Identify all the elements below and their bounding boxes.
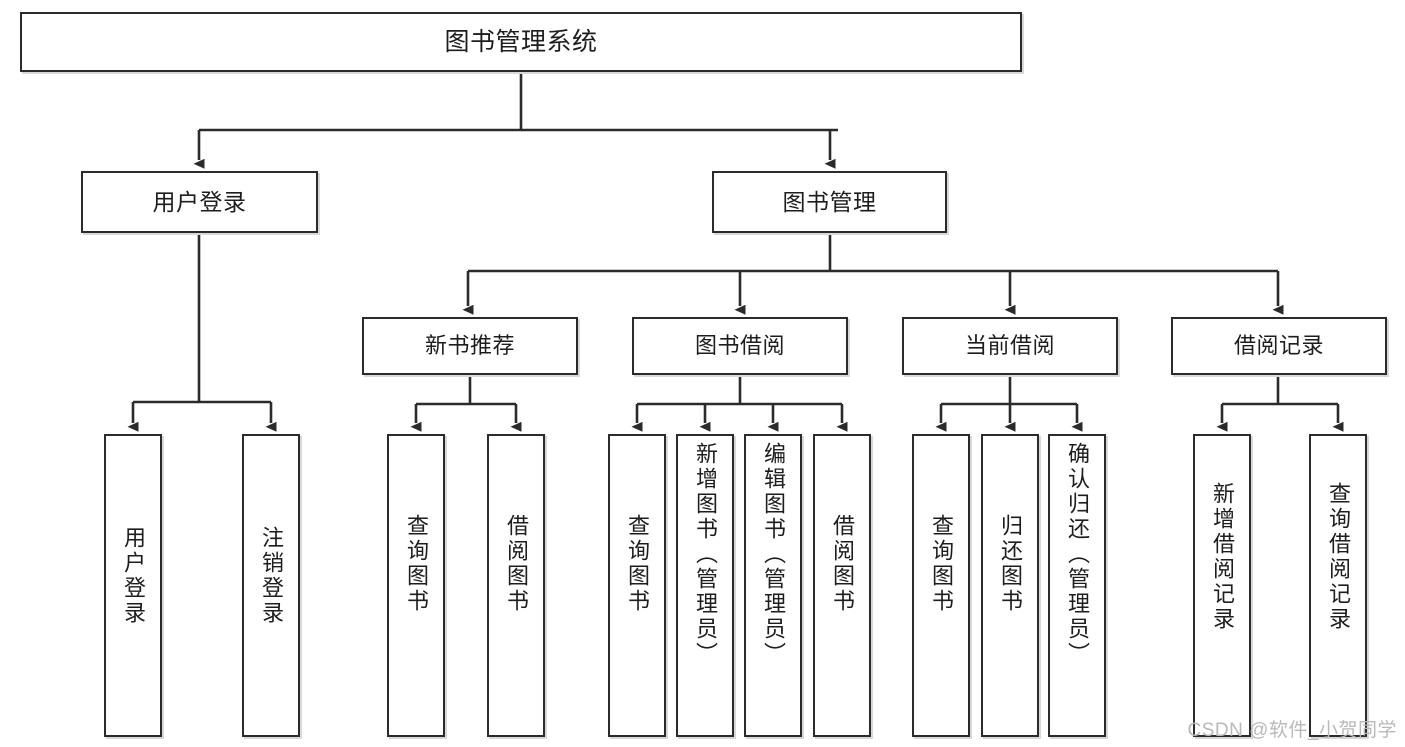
node-leaf-add-borrow-record-label: 新增借阅记录 <box>1210 482 1235 632</box>
node-leaf-confirm-return[interactable]: 确认归还（管理员） <box>1048 434 1106 737</box>
node-book-borrow[interactable]: 图书借阅 <box>632 317 848 375</box>
node-leaf-query-borrow-record-label: 查询借阅记录 <box>1326 482 1351 632</box>
node-leaf-query-book-1-label: 查询图书 <box>404 514 429 614</box>
node-leaf-logout-login-label: 注销登录 <box>259 526 284 626</box>
node-current-borrow[interactable]: 当前借阅 <box>902 317 1118 375</box>
node-leaf-query-book-3[interactable]: 查询图书 <box>912 434 970 737</box>
node-leaf-add-book-label: 新增图书（管理员） <box>693 442 718 667</box>
node-user-login[interactable]: 用户登录 <box>81 171 318 233</box>
node-leaf-borrow-book-2[interactable]: 借阅图书 <box>813 434 871 737</box>
node-book-management-label: 图书管理 <box>782 188 877 215</box>
node-leaf-add-book[interactable]: 新增图书（管理员） <box>676 434 734 737</box>
node-current-borrow-label: 当前借阅 <box>964 333 1055 359</box>
node-leaf-edit-book-label: 编辑图书（管理员） <box>761 442 786 667</box>
node-user-login-label: 用户登录 <box>152 188 247 215</box>
node-leaf-logout-login[interactable]: 注销登录 <box>242 434 300 737</box>
node-leaf-user-login[interactable]: 用户登录 <box>104 434 162 737</box>
node-leaf-query-book-3-label: 查询图书 <box>929 514 954 614</box>
node-leaf-query-book-2[interactable]: 查询图书 <box>608 434 666 737</box>
node-book-borrow-label: 图书借阅 <box>694 333 785 359</box>
node-borrow-record-label: 借阅记录 <box>1233 333 1324 359</box>
node-leaf-return-book[interactable]: 归还图书 <box>981 434 1039 737</box>
node-leaf-add-borrow-record[interactable]: 新增借阅记录 <box>1193 434 1251 737</box>
node-leaf-borrow-book-1-label: 借阅图书 <box>504 514 529 614</box>
node-leaf-query-borrow-record[interactable]: 查询借阅记录 <box>1309 434 1367 737</box>
node-leaf-borrow-book-2-label: 借阅图书 <box>830 514 855 614</box>
node-leaf-return-book-label: 归还图书 <box>998 514 1023 614</box>
node-borrow-record[interactable]: 借阅记录 <box>1171 317 1387 375</box>
csdn-watermark: CSDN @软件_小贺同学 <box>1187 720 1397 741</box>
node-leaf-edit-book[interactable]: 编辑图书（管理员） <box>744 434 802 737</box>
node-leaf-query-book-2-label: 查询图书 <box>625 514 650 614</box>
node-leaf-confirm-return-label: 确认归还（管理员） <box>1065 442 1090 667</box>
node-leaf-user-login-label: 用户登录 <box>121 526 146 626</box>
node-leaf-query-book-1[interactable]: 查询图书 <box>387 434 445 737</box>
node-new-book-recommend[interactable]: 新书推荐 <box>362 317 578 375</box>
node-leaf-borrow-book-1[interactable]: 借阅图书 <box>487 434 545 737</box>
node-root[interactable]: 图书管理系统 <box>20 12 1022 72</box>
node-root-label: 图书管理系统 <box>444 27 598 56</box>
node-new-book-recommend-label: 新书推荐 <box>424 333 515 359</box>
node-book-management[interactable]: 图书管理 <box>712 171 947 233</box>
